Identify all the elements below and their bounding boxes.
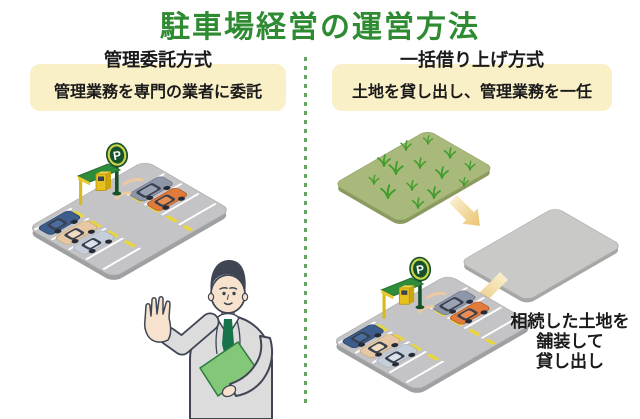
column-divider: [304, 57, 307, 403]
brow-left: [219, 287, 228, 290]
caption-line-2: 舗装して: [536, 332, 604, 351]
ear-right: [241, 292, 249, 302]
left-panel-description: 管理業務を専門の業者に委託: [53, 84, 262, 101]
grass-tufts: [368, 135, 476, 209]
right-panel-box: 一括借り上げ方式 土地を貸し出し、管理業務を一任: [332, 50, 612, 111]
eye-right: [232, 291, 236, 296]
businessman-illustration: [143, 260, 273, 419]
caption-line-1: 相続した土地を: [510, 312, 630, 331]
mouth: [223, 302, 233, 306]
right-caption: 相続した土地を 舗装して 貸し出し: [500, 312, 640, 372]
left-panel-heading: 管理委託方式: [104, 50, 212, 70]
brow-right: [229, 287, 238, 290]
right-panel-description: 土地を貸し出し、管理業務を一任: [351, 84, 592, 101]
caption-line-3: 貸し出し: [536, 352, 604, 371]
left-panel-box: 管理委託方式 管理業務を専門の業者に委託: [30, 50, 286, 111]
right-arm-sleeve: [229, 335, 273, 397]
tie: [222, 319, 234, 370]
right-hand: [221, 384, 237, 398]
nose: [226, 294, 229, 300]
right-panel-heading: 一括借り上げ方式: [400, 50, 544, 70]
raised-arm-sleeve: [160, 314, 218, 354]
open-hand: [143, 296, 172, 343]
page-title: 駐車場経営の運営方法: [160, 11, 480, 44]
eye-left: [222, 291, 226, 296]
arrow-down-right-icon: [449, 195, 480, 226]
ear-left: [207, 292, 215, 302]
grass-field-illustration: [337, 132, 491, 224]
hair: [210, 260, 246, 296]
